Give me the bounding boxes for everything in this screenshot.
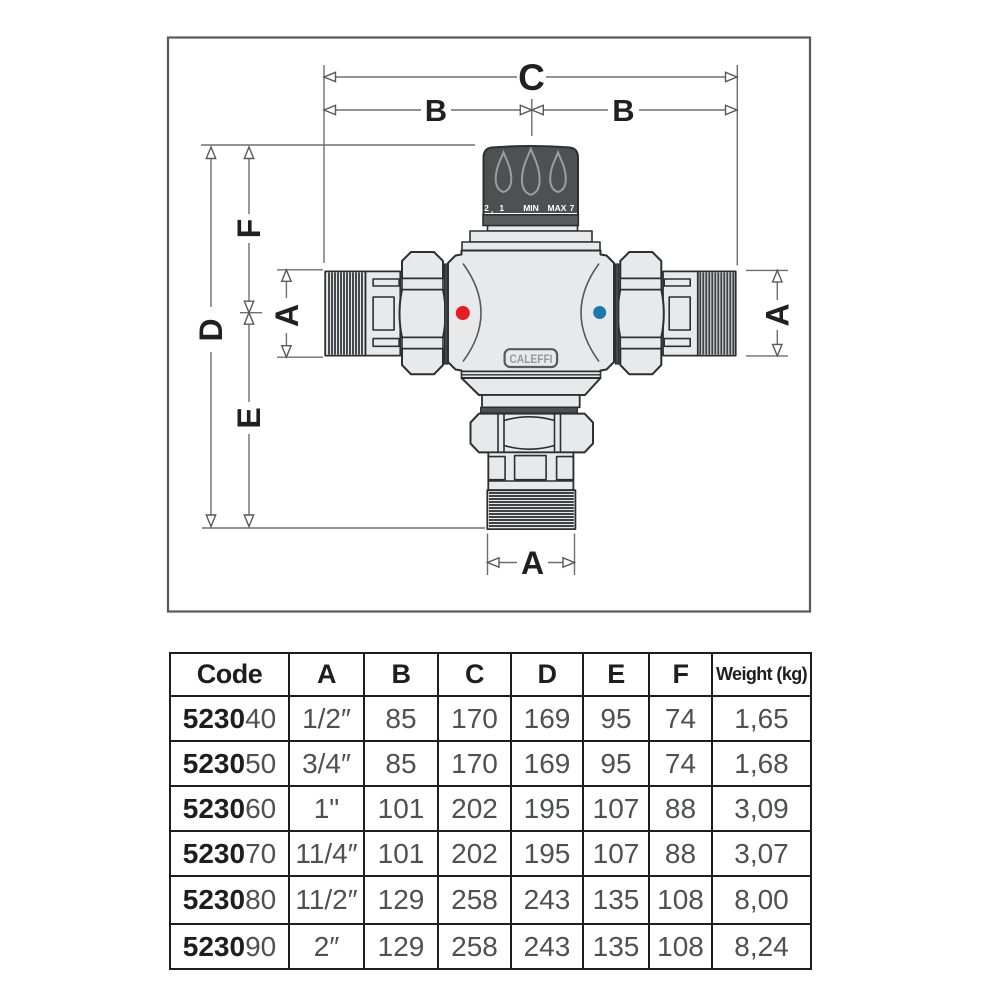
svg-text:E: E (231, 407, 267, 428)
svg-text:,: , (491, 205, 493, 215)
svg-text:7: 7 (570, 203, 575, 213)
svg-text:A: A (269, 304, 305, 327)
svg-text:CALEFFI: CALEFFI (510, 352, 553, 366)
svg-text:MAX: MAX (548, 203, 567, 213)
svg-text:MIN: MIN (523, 203, 539, 213)
svg-text:C: C (518, 57, 545, 98)
svg-text:A: A (521, 545, 544, 581)
svg-text:2: 2 (484, 203, 489, 213)
svg-text:B: B (425, 93, 447, 128)
svg-text:F: F (231, 219, 267, 239)
svg-text:D: D (193, 318, 229, 341)
svg-text:A: A (760, 303, 796, 326)
svg-text:B: B (612, 93, 634, 128)
svg-text:1: 1 (499, 203, 504, 213)
